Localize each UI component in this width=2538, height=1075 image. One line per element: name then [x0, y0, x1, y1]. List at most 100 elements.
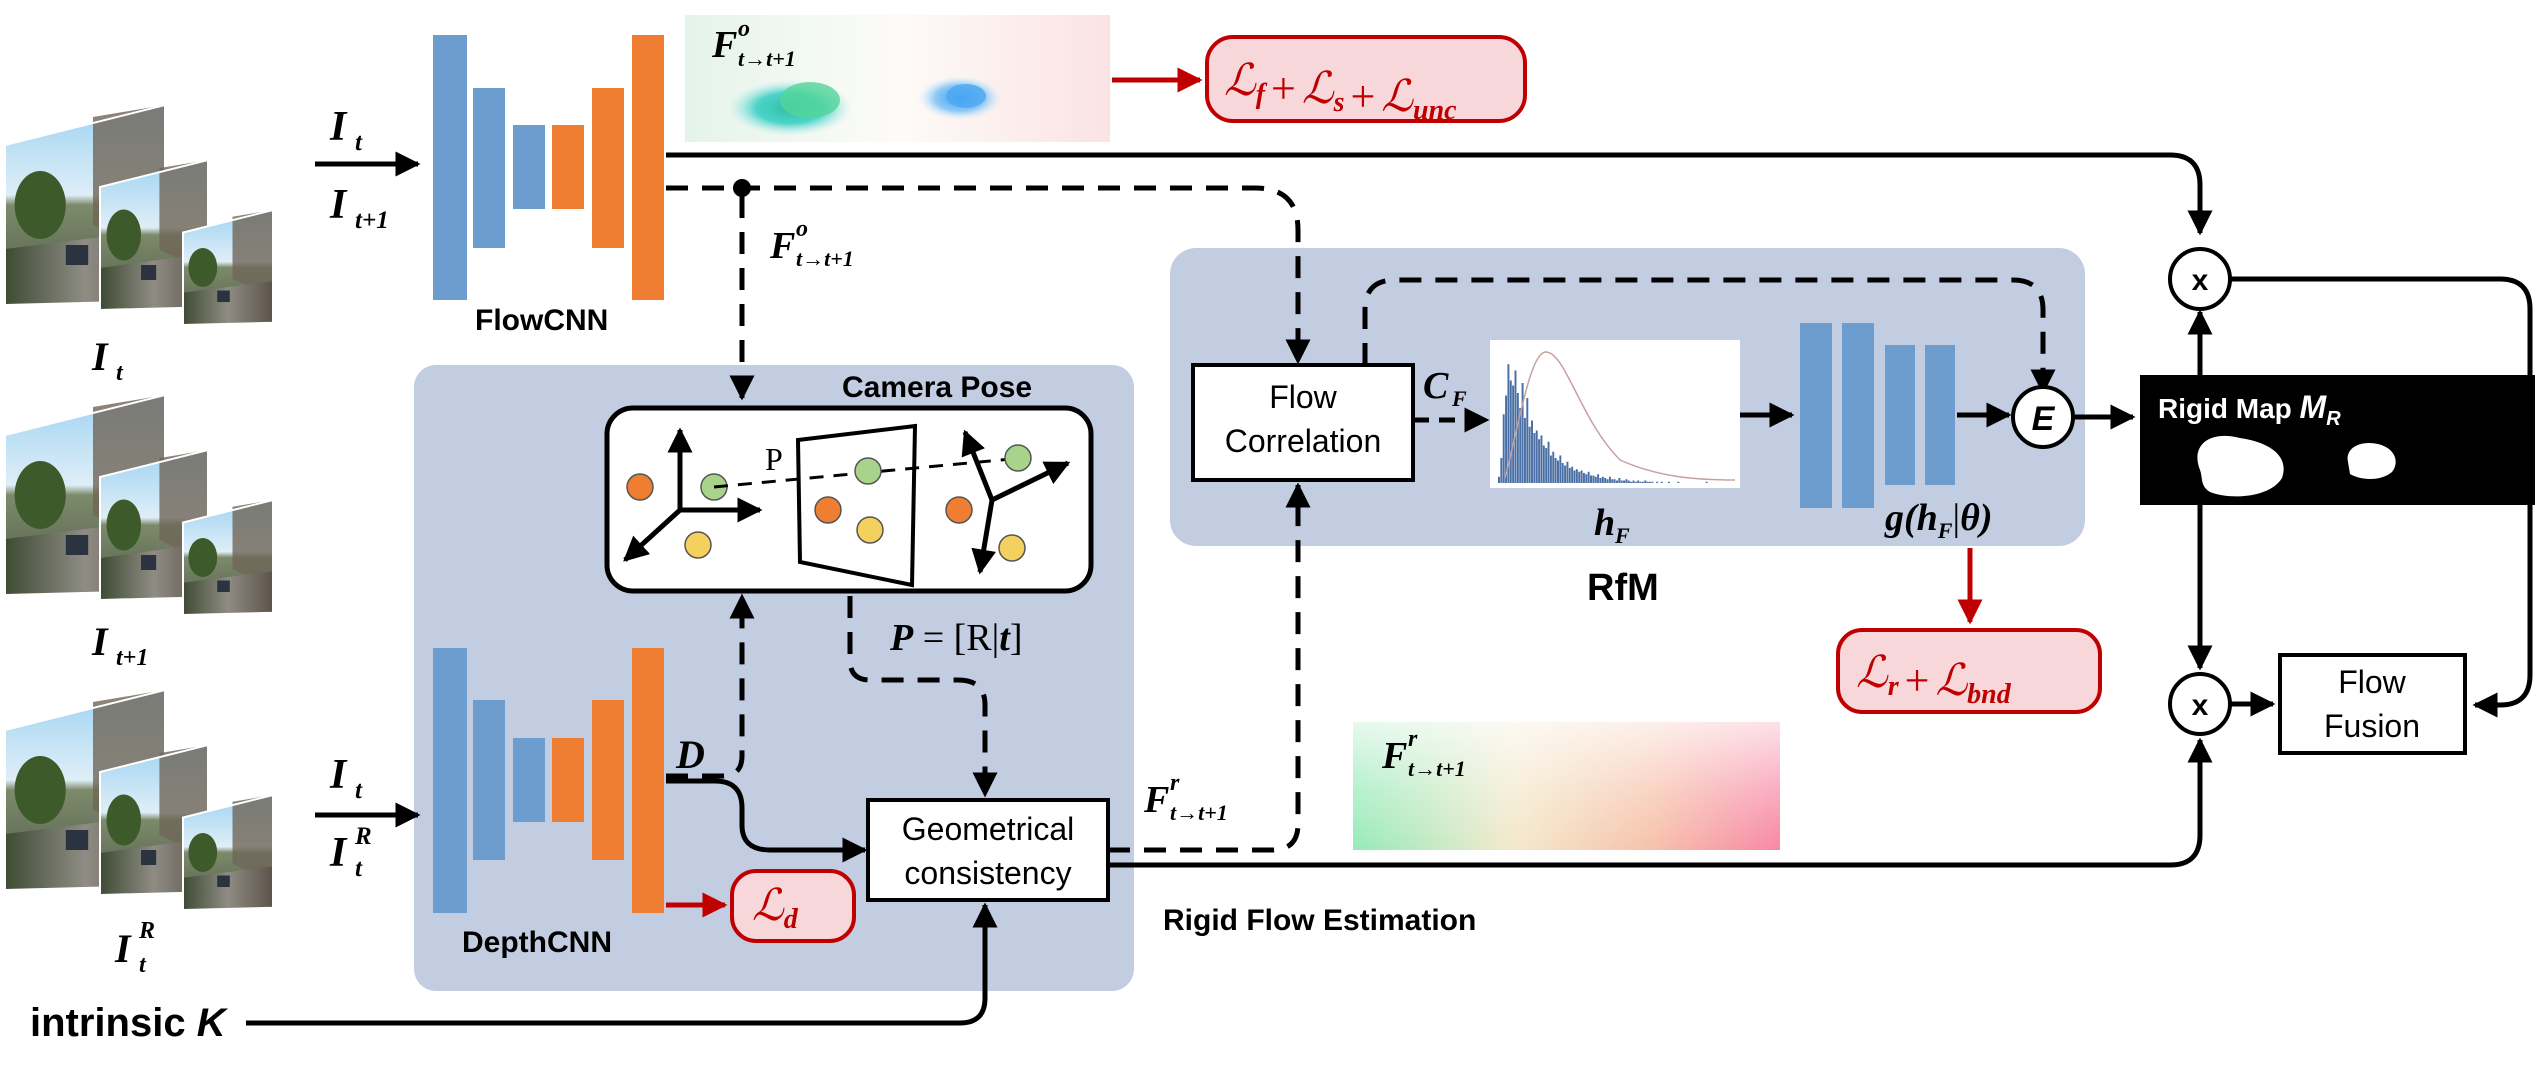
histogram — [1490, 340, 1740, 488]
histogram-bar — [1677, 481, 1680, 483]
loss-symbol: ℒ — [752, 881, 785, 930]
rigid-loss-box: ℒr+ℒbnd — [1836, 628, 2102, 714]
histogram-bar — [1557, 460, 1559, 483]
loss-operator: + — [1271, 64, 1296, 113]
histogram-bar — [1637, 480, 1640, 483]
input-frame-stack — [4, 688, 274, 912]
svg-text:t→t+1: t→t+1 — [1170, 800, 1228, 825]
depthcnn-block — [433, 648, 664, 913]
flowcnn-to-multiply-line — [666, 152, 2213, 236]
histogram-bar — [1613, 479, 1616, 483]
flowcnn-input-label: I t I t+1 — [329, 104, 389, 234]
branch-dot — [733, 179, 751, 197]
svg-text:h: h — [1594, 502, 1615, 544]
input-frame-stack — [4, 393, 274, 617]
histogram-bar — [1514, 370, 1517, 483]
histogram-bar — [1498, 476, 1500, 483]
histogram-bar — [1634, 481, 1637, 483]
svg-text:I: I — [329, 182, 348, 228]
geometric-to-multiply-line — [1108, 737, 2213, 868]
svg-text:F: F — [1614, 523, 1630, 548]
car — [217, 875, 230, 887]
car — [141, 265, 157, 280]
loss-symbol: ℒ — [1935, 656, 1968, 705]
histogram-bar — [1547, 441, 1550, 483]
loss-subscript: d — [784, 904, 799, 935]
car — [65, 830, 89, 850]
camera-pose-title: Camera Pose — [842, 371, 1032, 404]
svg-text:C: C — [1423, 365, 1449, 407]
loss-symbol: ℒ — [1224, 56, 1257, 105]
tree — [106, 794, 142, 846]
histogram-bar — [1535, 430, 1538, 483]
multiply-top-to-fusion — [2230, 276, 2533, 718]
histogram-bar — [1516, 393, 1519, 483]
e-node: E — [2011, 385, 2075, 449]
loss-operator: + — [1905, 656, 1930, 705]
svg-text:t→t+1: t→t+1 — [738, 46, 796, 71]
histogram-bar — [1660, 481, 1663, 483]
rigid-flow-label-img: F r t→t+1 — [1381, 726, 1466, 781]
svg-text:R: R — [138, 918, 155, 944]
histogram-bar — [1585, 474, 1588, 483]
loss-subscript: f — [1256, 79, 1268, 110]
histogram-bar — [1545, 448, 1548, 483]
flowcnn-label: FlowCNN — [475, 304, 608, 337]
histogram-bar — [1592, 475, 1595, 483]
svg-text:t+1: t+1 — [116, 645, 148, 671]
svg-text:ℒr+ℒbnd: ℒr+ℒbnd — [1856, 648, 2012, 710]
histogram-bar — [1571, 466, 1574, 483]
histogram-bar — [1656, 481, 1659, 483]
histogram-bar — [1616, 480, 1618, 483]
svg-text:Rigid Map MR: Rigid Map MR — [2158, 389, 2341, 430]
histogram-bar — [1601, 476, 1604, 483]
histogram-bar — [1523, 418, 1526, 483]
histogram-bar — [1599, 478, 1602, 483]
loss-symbol: ℒ — [1856, 648, 1889, 697]
histogram-bar — [1528, 426, 1531, 483]
histogram-bar — [1549, 455, 1552, 483]
histogram-bar — [1564, 465, 1567, 483]
histogram-bar — [1521, 383, 1524, 483]
depth-to-geometric-line — [666, 778, 868, 863]
intrinsic-label: intrinsic K — [30, 1001, 229, 1045]
svg-text:P: P — [765, 441, 783, 477]
svg-text:intrinsic K: intrinsic K — [30, 1001, 229, 1045]
svg-text:F: F — [1381, 735, 1407, 777]
histogram-bar — [1630, 481, 1633, 483]
car — [217, 290, 230, 302]
histogram-bar — [1580, 470, 1583, 483]
pose-to-geometric-dashed — [847, 596, 998, 798]
histogram-bar — [1554, 458, 1557, 483]
svg-text:t+1: t+1 — [355, 207, 389, 234]
histogram-bar — [1597, 474, 1600, 483]
car — [65, 245, 89, 265]
svg-text:F: F — [769, 225, 795, 267]
multiply-node-bottom: x — [2168, 672, 2232, 736]
depth-loss-box: ℒd — [730, 869, 856, 943]
svg-text:F: F — [1451, 386, 1467, 411]
histogram-bar — [1625, 479, 1628, 483]
road — [100, 838, 208, 895]
frame-label-it1: I t+1 — [91, 619, 148, 671]
svg-text:o: o — [796, 216, 808, 242]
loss-subscript: unc — [1413, 95, 1457, 126]
histogram-bar — [1639, 481, 1642, 483]
rigid-flow-label-out: F r t→t+1 — [1143, 770, 1228, 825]
histogram-bar — [1641, 481, 1644, 483]
svg-text:g(hF|θ): g(hF|θ) — [1884, 497, 1992, 543]
g-network-block — [1800, 323, 1955, 508]
input-frame-stack — [4, 103, 274, 327]
car — [141, 555, 157, 570]
svg-text:P = [R|t]: P = [R|t] — [889, 617, 1022, 659]
histogram-bar — [1646, 481, 1649, 483]
svg-text:E: E — [2032, 400, 2056, 438]
g-label: g(hF|θ) — [1884, 497, 1992, 543]
car — [141, 850, 157, 865]
frame-label-itr: I t R — [114, 918, 155, 978]
tree — [188, 832, 218, 873]
svg-text:ℒd: ℒd — [752, 881, 799, 935]
histogram-bar — [1568, 468, 1571, 483]
optical-flow-label-mid: F o t→t+1 — [769, 216, 854, 271]
